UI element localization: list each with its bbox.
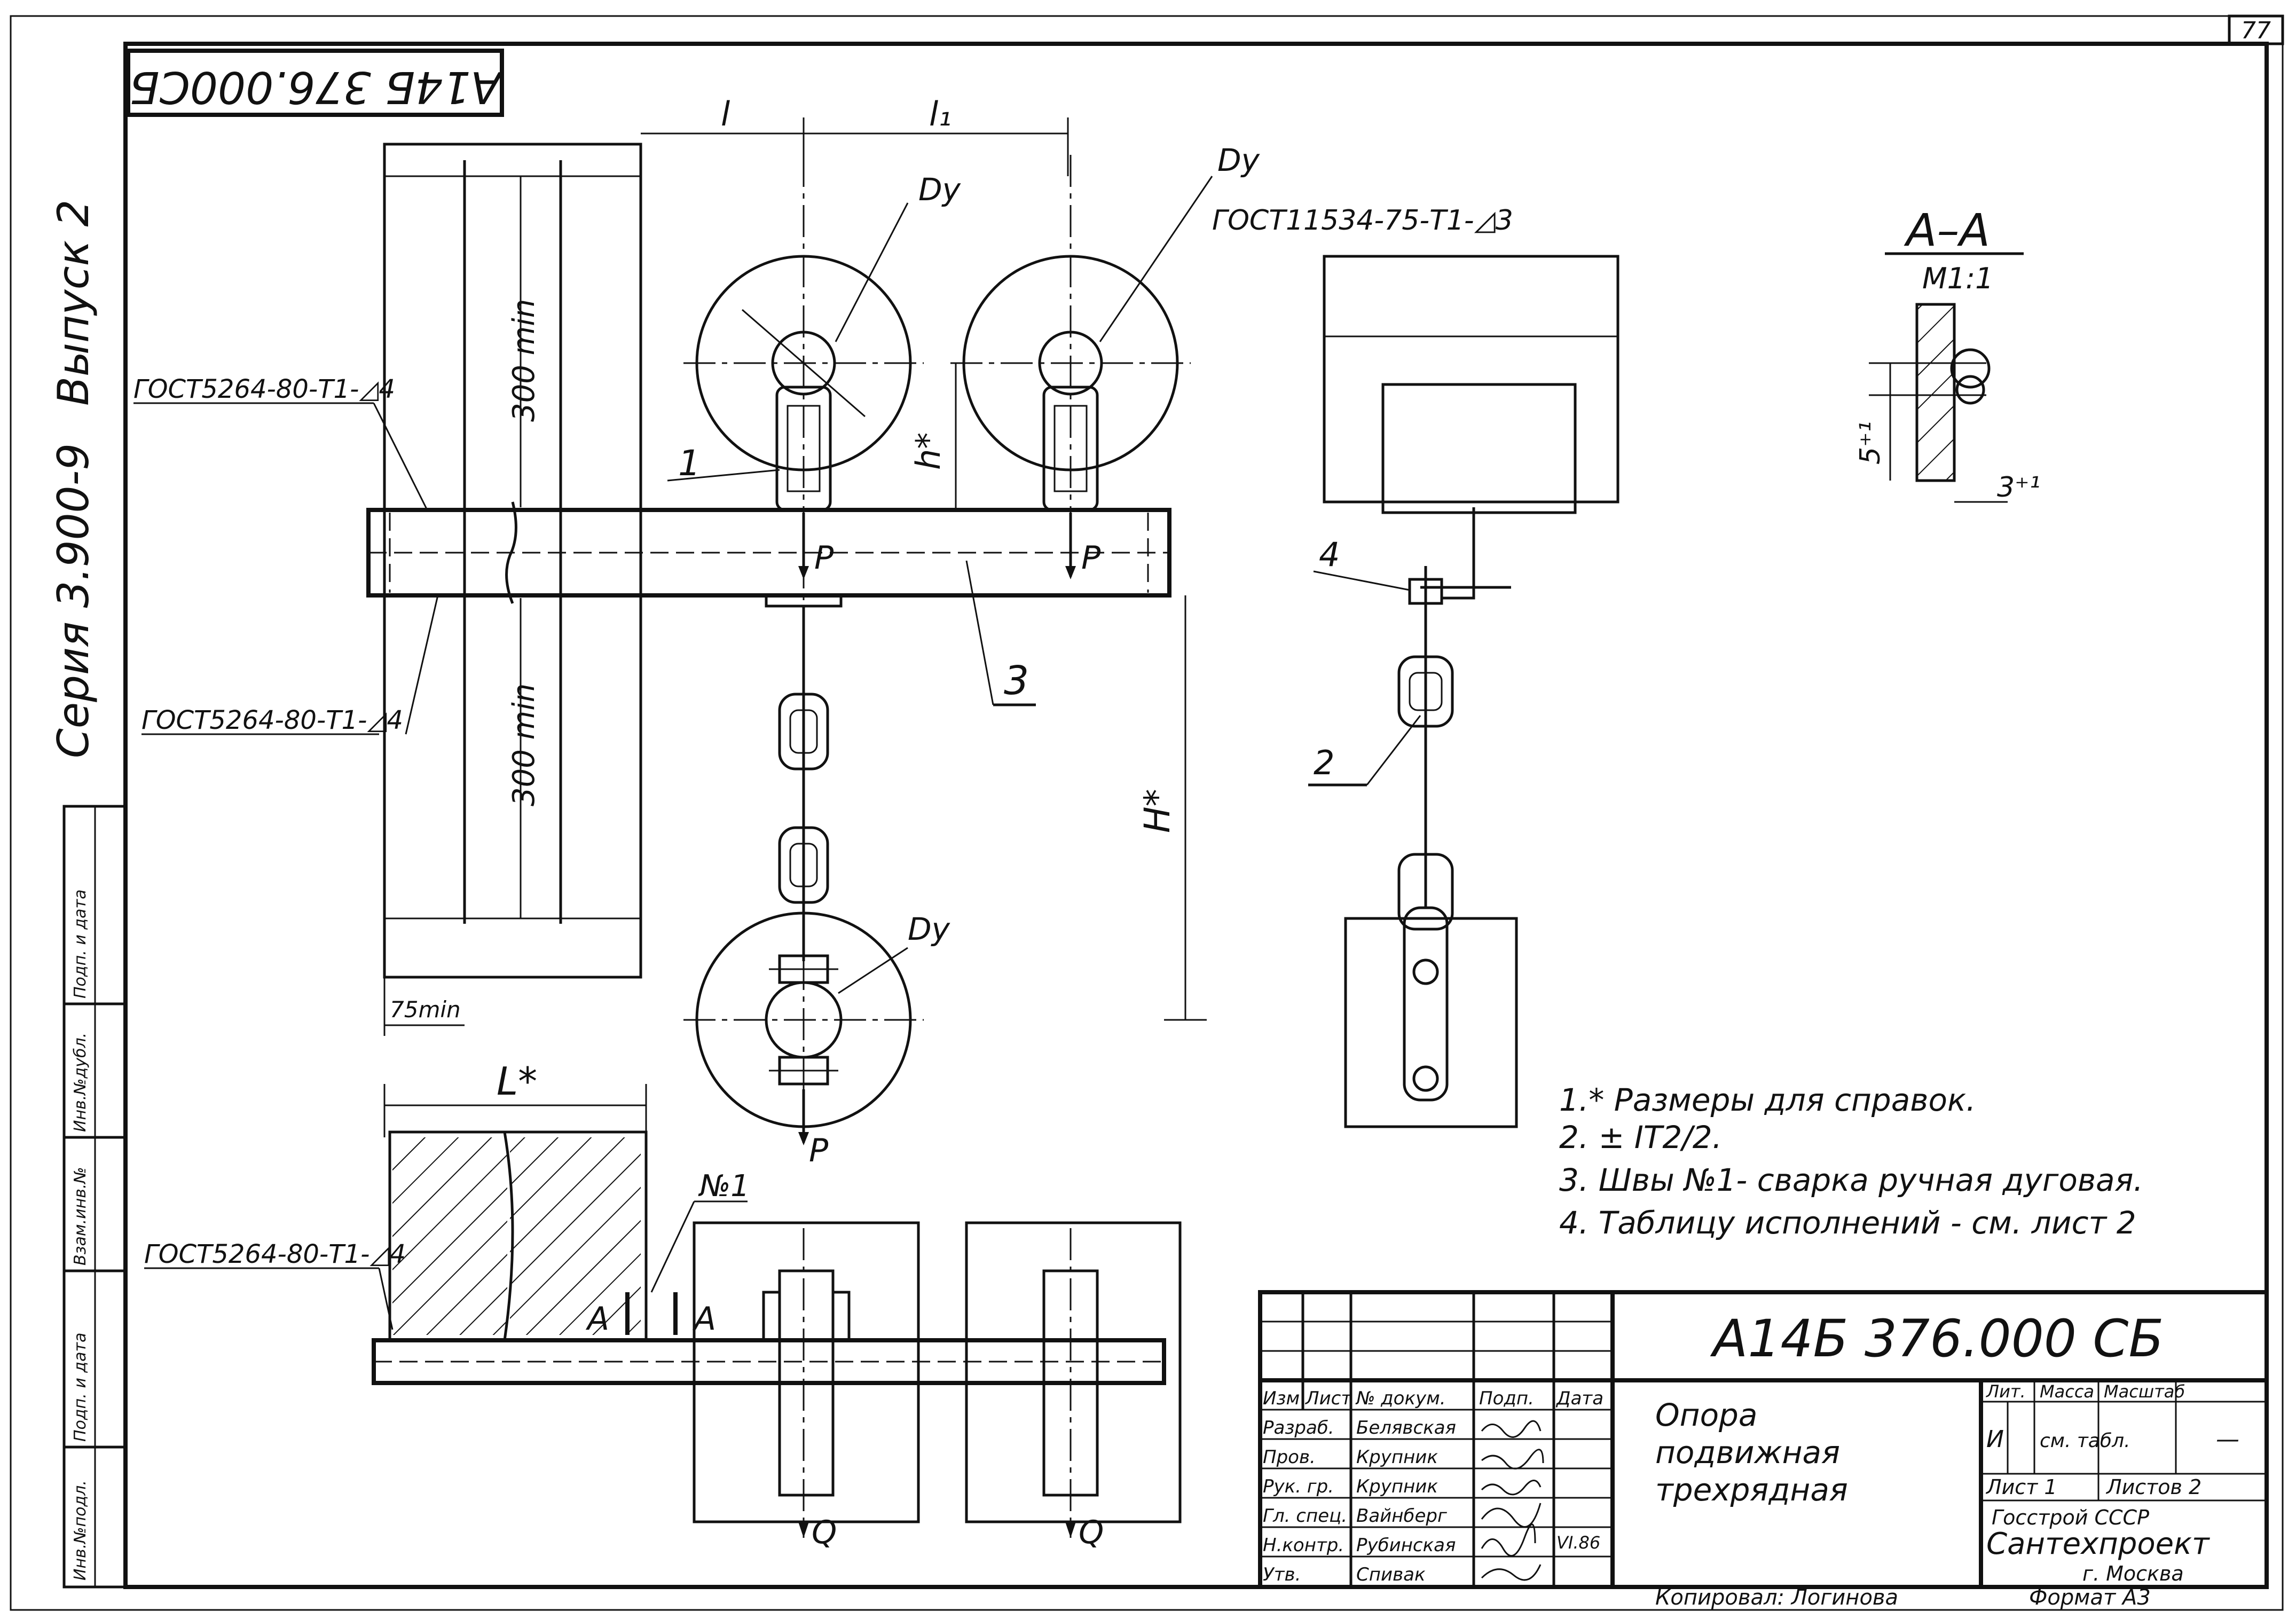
part-number-3: 3 — [1004, 658, 1029, 704]
tb-org-line-3: г. Москва — [2082, 1562, 2184, 1585]
tb-title-line-2: подвижная — [1655, 1434, 1840, 1471]
dim-300min-top: 300 min — [507, 299, 541, 422]
section-mark-right: A — [692, 1300, 716, 1338]
section-scale: M1:1 — [1922, 262, 1994, 295]
signature-3 — [1481, 1480, 1542, 1496]
part-number-1: 1 — [678, 443, 701, 484]
side-stamp-label-4: Инв.№дубл. — [71, 1033, 90, 1132]
tb-header-sign: Подп. — [1479, 1388, 1534, 1409]
dy-label-left: Dy — [918, 171, 961, 208]
dim-300min-bottom: 300 min — [507, 683, 541, 806]
tb-name-1: Белявская — [1356, 1417, 1456, 1439]
note-3: 3. Швы №1- сварка ручная дуговая. — [1559, 1162, 2143, 1198]
tb-role-3: Рук. гр. — [1263, 1476, 1334, 1497]
title-block: Изм Лист № докум. Подп. Дата Разраб. Про… — [1258, 1290, 2269, 1610]
tb-date: VI.86 — [1556, 1532, 1600, 1553]
main-view: 300 min 300 min 75min l l₁ Dy Dy ГОСТ115… — [133, 95, 1513, 1169]
side-stamp: Инв.№подл. Подп. и дата Взам.инв.№ Инв.№… — [62, 805, 127, 1589]
outer-frame — [10, 15, 2284, 1611]
weld-number-label: №1 — [698, 1169, 750, 1204]
rotated-designation: А14Б 376.000СБ — [129, 61, 503, 112]
tb-name-2: Крупник — [1356, 1447, 1438, 1468]
part-number-2: 2 — [1314, 743, 1334, 782]
rotated-designation-box: А14Б 376.000СБ — [126, 49, 504, 117]
dim-l1: l₁ — [929, 95, 952, 133]
tb-org-line-1: Госстрой СССР — [1992, 1506, 2149, 1529]
note-1: 1.* Размеры для справок. — [1559, 1082, 1976, 1118]
dim-L: L* — [497, 1059, 537, 1104]
series-label: Серия 3.900-9 — [49, 443, 98, 758]
section-aa: A–A M1:1 5⁺¹ 3⁺¹ — [1854, 204, 2040, 504]
tb-copied-by: Копировал: Логинова — [1655, 1585, 1898, 1610]
notes: 1.* Размеры для справок. 2. ± IT2/2. 3. … — [1559, 1082, 2143, 1241]
section-title: A–A — [1904, 204, 1990, 256]
chain-link-lower — [778, 826, 829, 904]
tb-header-izm: Изм — [1263, 1388, 1300, 1409]
tb-designation: А14Б 376.000 СБ — [1710, 1309, 2164, 1369]
dim-l: l — [721, 95, 730, 133]
tb-header-date: Дата — [1555, 1388, 1603, 1409]
note-4: 4. Таблицу исполнений - см. лист 2 — [1559, 1205, 2136, 1241]
note-2: 2. ± IT2/2. — [1559, 1119, 1722, 1156]
chain-link-upper — [778, 693, 829, 771]
tb-title-line-3: трехрядная — [1655, 1472, 1848, 1508]
tb-name-6: Спивак — [1356, 1564, 1426, 1585]
tb-role-1: Разраб. — [1263, 1417, 1334, 1439]
weld-gost-label-4: ГОСТ11534-75-Т1-◿3 — [1212, 205, 1513, 237]
tb-name-4: Вайнберг — [1356, 1505, 1448, 1527]
tb-name-3: Крупник — [1356, 1476, 1438, 1497]
tb-scale-label: Масштаб — [2104, 1381, 2185, 1402]
tb-sheet-label: Лист 1 — [1985, 1475, 2057, 1499]
side-stamp-label-2: Подп. и дата — [71, 1333, 90, 1442]
signature-6 — [1481, 1564, 1542, 1581]
page-number: 77 — [2241, 17, 2271, 44]
signature-2 — [1481, 1449, 1544, 1469]
tb-org-line-2: Сантехпроект — [1986, 1527, 2210, 1561]
signature-1 — [1481, 1420, 1542, 1438]
load-p-bottom: P — [809, 1132, 829, 1169]
weld-gost-label-1: ГОСТ5264-80-Т1-◿4 — [133, 374, 395, 404]
section-dim-v: 5⁺¹ — [1854, 421, 1886, 465]
weld-gost-label-3: ГОСТ5264-80-Т1-◿4 — [144, 1239, 406, 1269]
section-mark-left: A — [585, 1300, 609, 1338]
weld-gost-label-2: ГОСТ5264-80-Т1-◿4 — [141, 705, 403, 735]
tb-role-4: Гл. спец. — [1263, 1505, 1347, 1527]
signature-4 — [1481, 1503, 1542, 1528]
tb-role-6: Утв. — [1263, 1564, 1301, 1585]
issue-label: Выпуск 2 — [49, 200, 98, 406]
dy-label-right: Dy — [1217, 142, 1260, 178]
dy-label-bottom: Dy — [908, 911, 950, 947]
tb-mass-label: Масса — [2040, 1381, 2094, 1402]
side-stamp-label-1: Инв.№подл. — [71, 1480, 90, 1581]
tb-scale-value: — — [2216, 1426, 2239, 1453]
dim-75min: 75min — [390, 996, 461, 1023]
load-q-right: Q — [1079, 1514, 1104, 1551]
tb-header-list: Лист — [1304, 1388, 1352, 1409]
tb-name-5: Рубинская — [1356, 1535, 1456, 1556]
side-stamp-label-5: Подп. и дата — [71, 890, 90, 999]
tb-header-doc: № докум. — [1355, 1388, 1446, 1409]
dim-h-small: h* — [909, 433, 948, 470]
page-number-box — [2228, 14, 2284, 45]
tb-role-2: Пров. — [1263, 1447, 1316, 1468]
plan-view: L* ГОСТ5264-80-Т1-◿4 №1 A A Q Q — [144, 1059, 1182, 1551]
signature-5 — [1481, 1523, 1536, 1557]
tb-format: Формат А3 — [2029, 1585, 2151, 1610]
load-q-left: Q — [812, 1514, 837, 1551]
tb-lit-value: И — [1986, 1426, 2004, 1453]
load-p-right: P — [1081, 539, 1101, 577]
dim-h-big: H* — [1137, 789, 1178, 833]
tb-sheets-label: Листов 2 — [2105, 1475, 2201, 1499]
section-dim-h: 3⁺¹ — [1997, 471, 2040, 504]
tb-role-5: Н.контр. — [1263, 1535, 1344, 1556]
side-view: 4 2 — [1308, 255, 1619, 1128]
tb-title-line-1: Опора — [1655, 1397, 1757, 1433]
tb-mass-value: см. табл. — [2040, 1430, 2130, 1452]
tb-lit-label: Лит. — [1986, 1381, 2026, 1402]
load-p-left: P — [814, 539, 834, 577]
part-number-4: 4 — [1319, 535, 1340, 574]
side-stamp-label-3: Взам.инв.№ — [71, 1167, 90, 1266]
